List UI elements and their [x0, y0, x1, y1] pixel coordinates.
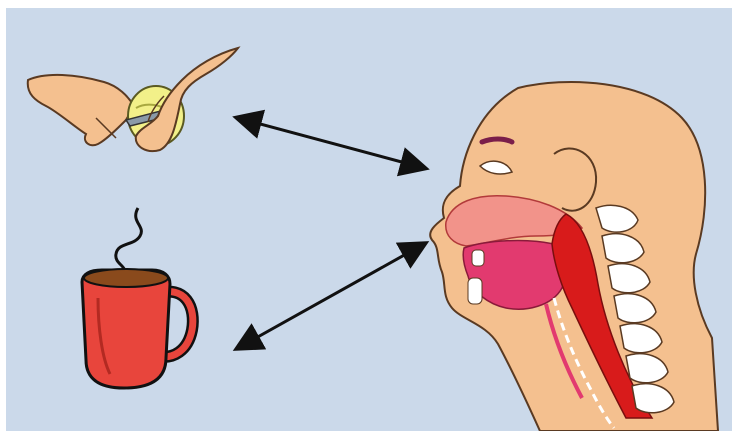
diagram-panel [6, 8, 732, 431]
smell-taste-diagram [6, 8, 732, 431]
